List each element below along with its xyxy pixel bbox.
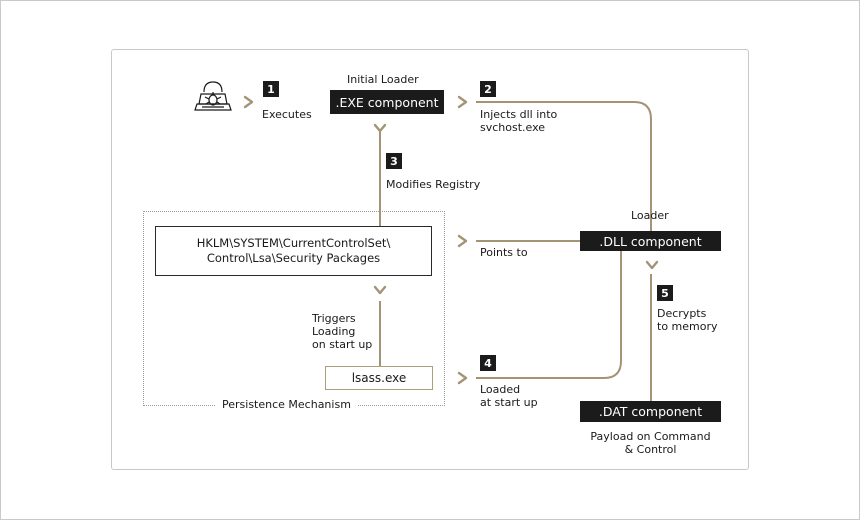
- step-5-badge: 5: [657, 285, 673, 301]
- chevron-right-icon: [457, 234, 468, 248]
- step-4-badge: 4: [480, 355, 496, 371]
- step-4-label-line1: Loaded: [480, 383, 521, 396]
- step-5-label-line1: Decrypts: [657, 307, 707, 320]
- hacker-bug-icon: [194, 81, 232, 111]
- exe-component-node[interactable]: .EXE component: [330, 90, 444, 114]
- triggers-label-line1: Triggers: [312, 312, 356, 325]
- step-2-label-line2: svchost.exe: [480, 121, 546, 134]
- registry-key-line2: Control\Lsa\Security Packages: [206, 251, 381, 265]
- chevron-right-icon: [457, 371, 468, 385]
- step-1-label: Executes: [262, 108, 312, 121]
- dat-caption-line2: & Control: [624, 443, 677, 456]
- chevron-down-icon: [373, 123, 387, 133]
- diagram-panel: [111, 49, 749, 470]
- triggers-label-line2: Loading: [312, 325, 356, 338]
- lsass-node[interactable]: lsass.exe: [325, 366, 433, 390]
- points-to-label: Points to: [480, 246, 528, 259]
- registry-key-line1: HKLM\SYSTEM\CurrentControlSet\: [196, 236, 391, 250]
- step-2-badge: 2: [480, 81, 496, 97]
- step-2-label-line1: Injects dll into: [480, 108, 558, 121]
- exe-title: Initial Loader: [347, 73, 419, 86]
- loaded-connector: [476, 251, 622, 379]
- dll-title: Loader: [631, 209, 669, 222]
- chevron-right-icon: [243, 95, 254, 109]
- chevron-right-icon: [457, 95, 468, 109]
- step-3-badge: 3: [386, 153, 402, 169]
- step-3-label: Modifies Registry: [386, 178, 481, 191]
- step-4-label-line2: at start up: [480, 396, 538, 409]
- chevron-down-icon: [373, 285, 387, 295]
- chevron-down-icon: [645, 260, 659, 270]
- dll-component-node[interactable]: .DLL component: [580, 231, 721, 251]
- persistence-group-label: Persistence Mechanism: [216, 398, 357, 411]
- step-5-label-line2: to memory: [657, 320, 718, 333]
- step-1-badge: 1: [263, 81, 279, 97]
- triggers-label-line3: on start up: [312, 338, 373, 351]
- dat-component-node[interactable]: .DAT component: [580, 401, 721, 422]
- registry-key-node[interactable]: HKLM\SYSTEM\CurrentControlSet\ Control\L…: [155, 226, 432, 276]
- inject-connector: [476, 101, 652, 232]
- dat-caption-line1: Payload on Command: [590, 430, 711, 443]
